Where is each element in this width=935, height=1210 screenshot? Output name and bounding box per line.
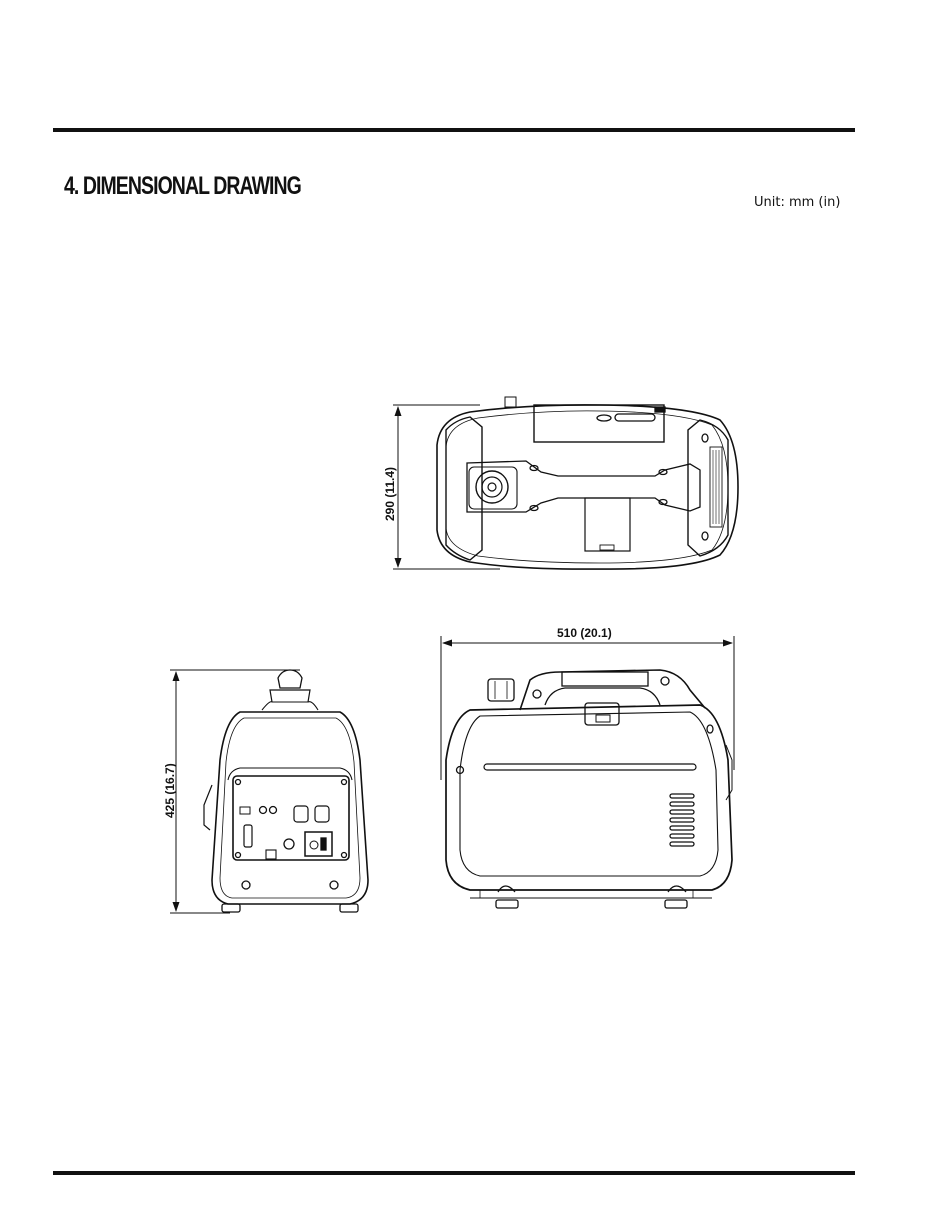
side-view-dimension: 510 (20.1) — [557, 626, 612, 640]
bottom-rule — [53, 1171, 855, 1175]
unit-label: Unit: mm (in) — [754, 195, 841, 210]
front-view-dimension: 425 (16.7) — [163, 763, 177, 818]
side-view — [440, 636, 735, 909]
top-view-dimension: 290 (11.4) — [383, 467, 397, 521]
section-title: 4. DIMENSIONAL DRAWING — [64, 172, 302, 200]
top-rule — [53, 128, 855, 132]
front-view — [170, 669, 369, 914]
top-view — [393, 396, 739, 570]
